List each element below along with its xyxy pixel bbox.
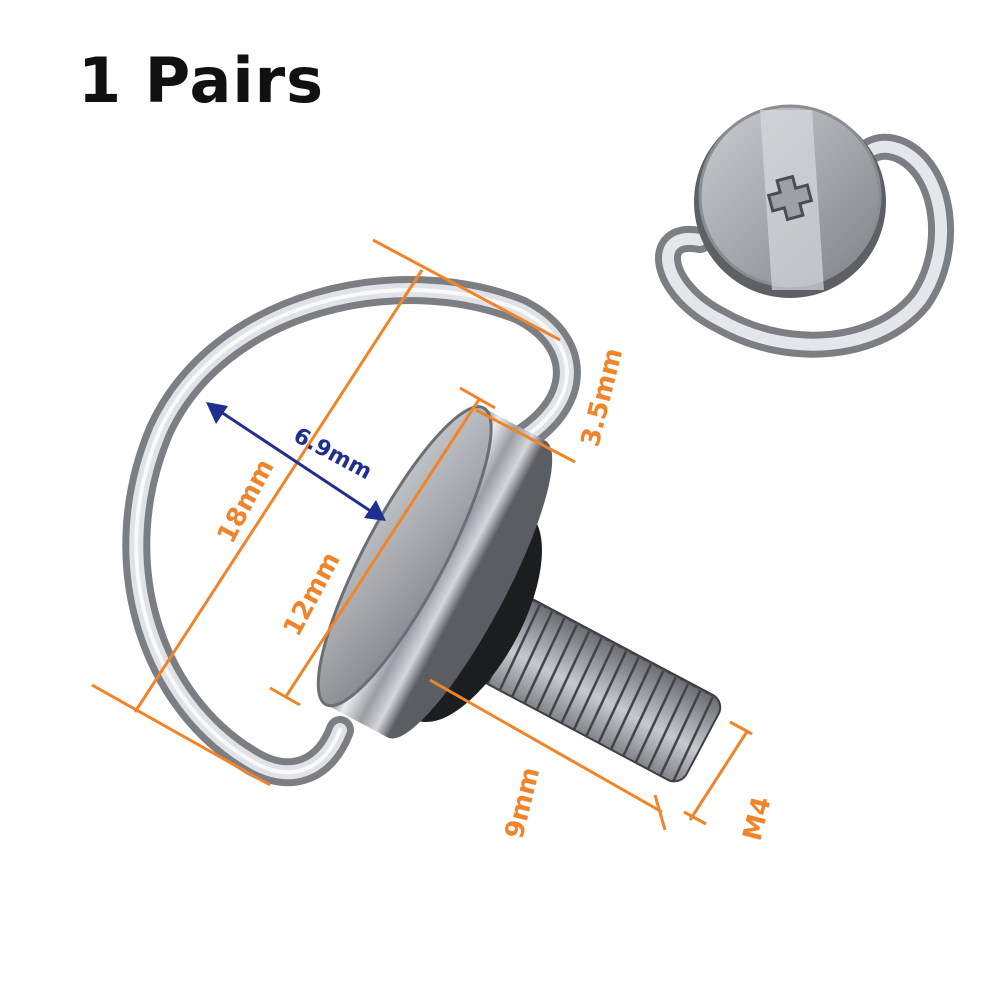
page-title: 1 Pairs xyxy=(78,44,325,117)
head-thickness-label: 3.5mm xyxy=(576,345,629,450)
inner-width-arrow xyxy=(206,402,386,521)
thread-length-label: 9mm xyxy=(500,764,547,841)
thread-size-label: M4 xyxy=(738,794,778,844)
screw-head xyxy=(316,405,553,739)
d-ring-screw-icon xyxy=(122,276,722,787)
dimension-lines xyxy=(91,238,753,831)
d-ring-screw-top-view-icon xyxy=(655,104,954,358)
